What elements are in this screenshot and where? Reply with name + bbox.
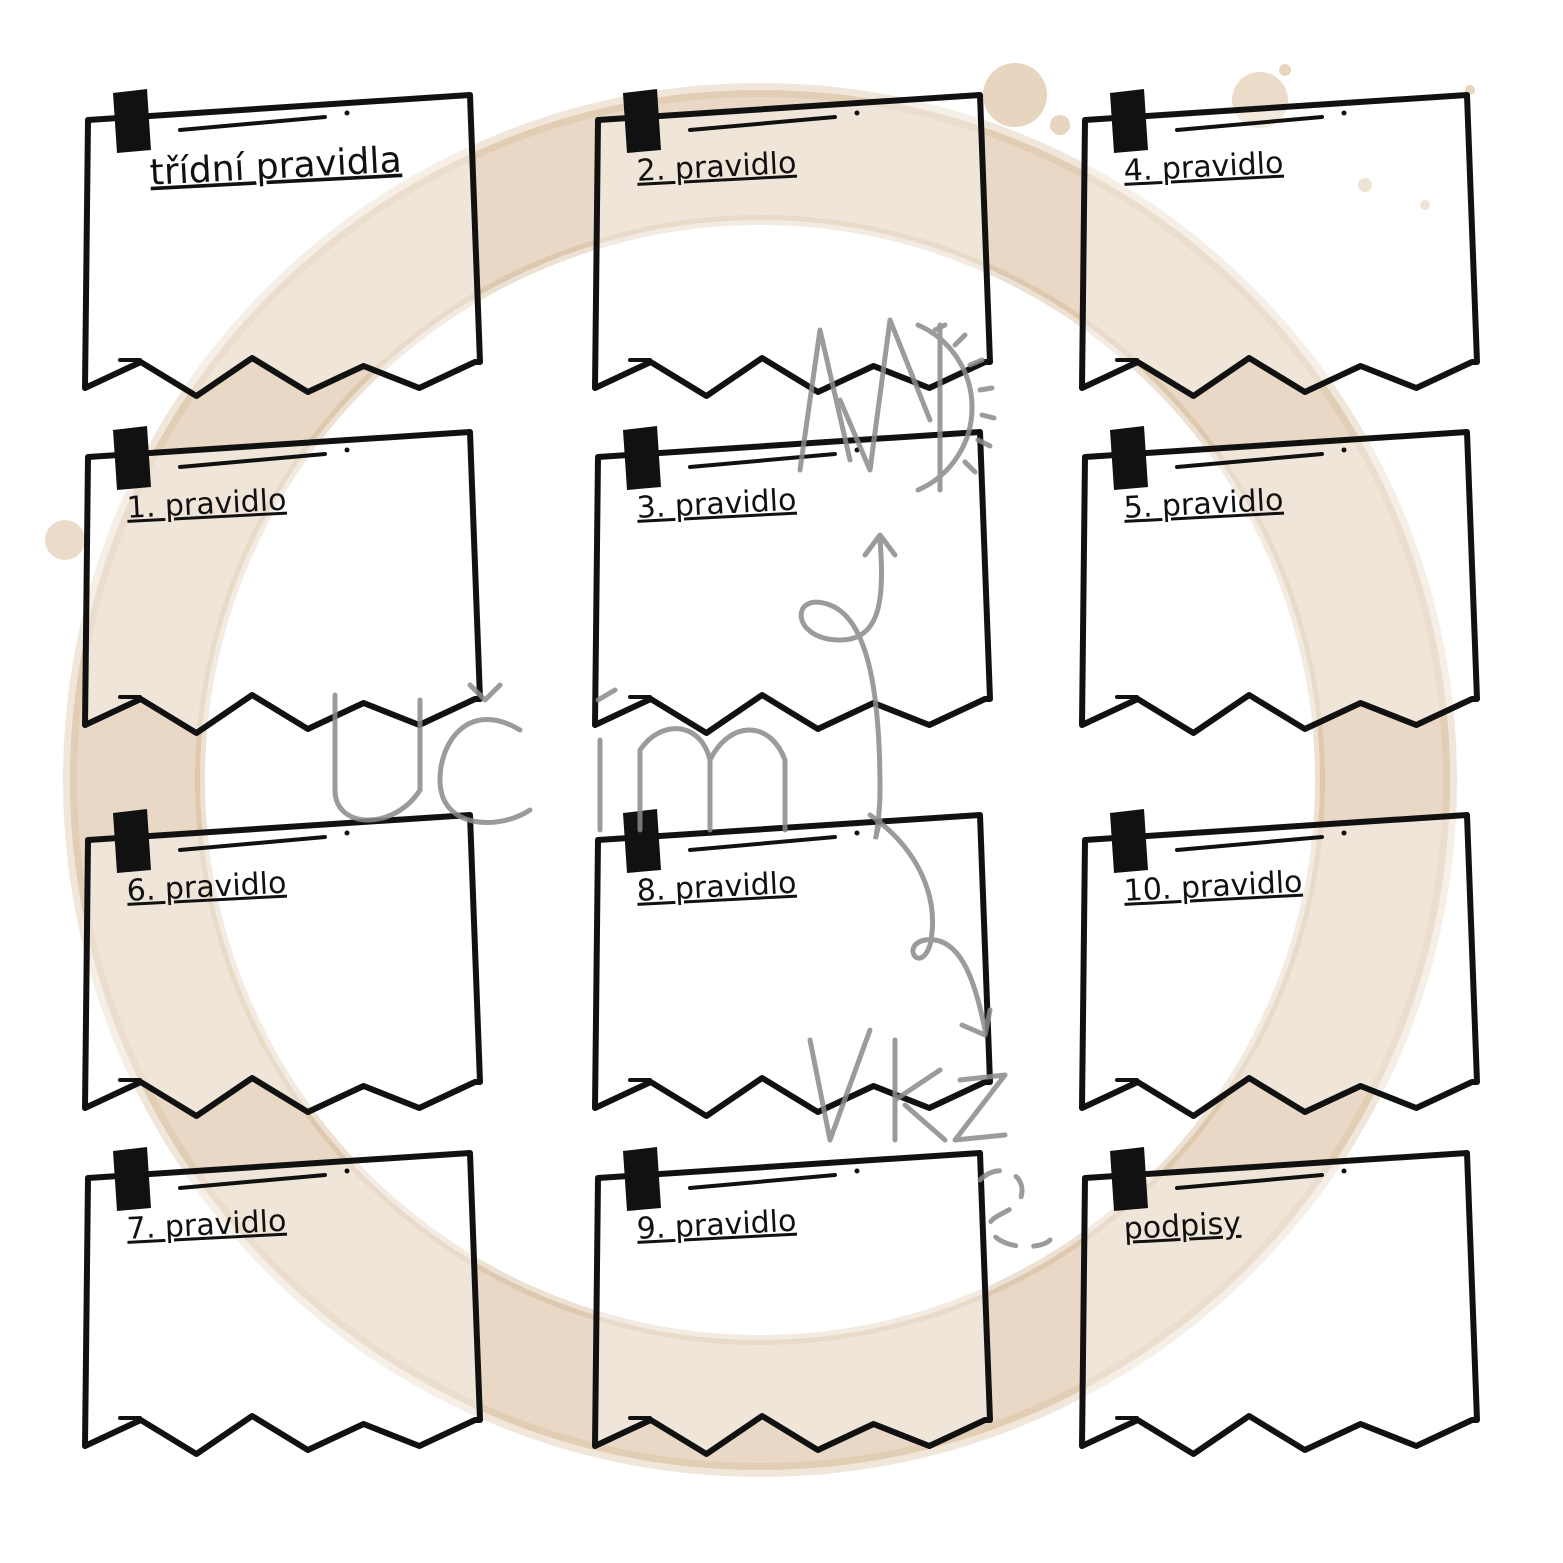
card-label: 1. pravidlo [126,483,287,526]
card-dot [854,110,860,116]
card-header-line [1175,835,1324,852]
card-dot [854,830,860,836]
card-header-line [688,835,837,852]
card-header-line [178,115,327,132]
card-label: 5. pravidlo [1123,483,1284,526]
card-dot [1341,447,1347,453]
card-dot [854,1168,860,1174]
card-header-line [688,115,837,132]
card-header-line [178,452,327,469]
note-card-r6: 6. pravidlo [82,809,483,1119]
card-label: 2. pravidlo [636,146,797,189]
coffee-stain-icon [45,63,1475,1477]
card-label: 9. pravidlo [636,1204,797,1247]
protractor-icon [797,317,997,493]
card-outline [82,1150,483,1457]
card-label: 3. pravidlo [636,483,797,526]
card-header-line [688,452,837,469]
card-label: 7. pravidlo [126,1204,287,1247]
tape-icon [1110,809,1148,873]
tape-icon [1110,426,1148,490]
card-header-line [178,1173,327,1190]
note-card-r5: 5. pravidlo [1079,426,1480,736]
card-header-line [1175,1173,1324,1190]
note-card-r10: 10. pravidlo [1079,809,1480,1119]
card-label: 6. pravidlo [126,866,287,909]
tape-icon [113,89,151,153]
tape-icon [623,1147,661,1211]
card-dot [1341,110,1347,116]
note-card-r2: 2. pravidlo [592,89,993,399]
card-dot [1341,830,1347,836]
card-outline [82,812,483,1119]
card-outline [1079,92,1480,399]
note-card-r1: 1. pravidlo [82,426,483,736]
card-header-line [178,835,327,852]
tape-icon [1110,89,1148,153]
note-card-sig: podpisy [1079,1147,1480,1457]
card-outline [1079,1150,1480,1457]
note-card-r7: 7. pravidlo [82,1147,483,1457]
card-dot [344,830,350,836]
note-card-r4: 4. pravidlo [1079,89,1480,399]
card-outline [592,429,993,736]
note-card-r9: 9. pravidlo [592,1147,993,1457]
teacher-logo-watermark [332,317,1053,1250]
card-outline [592,1150,993,1457]
card-header-line [1175,452,1324,469]
card-dot [344,1168,350,1174]
card-header-line [688,1173,837,1190]
tape-icon [623,426,661,490]
card-label: 8. pravidlo [636,866,797,909]
tape-icon [623,89,661,153]
card-outline [82,92,483,399]
card-label: podpisy [1123,1206,1242,1247]
tape-icon [113,809,151,873]
note-card-title: třídní pravidla [82,89,483,399]
rule-cards: třídní pravidla 2. pravidlo 4. pravidlo 1. … [82,89,1480,1457]
tape-icon [113,1147,151,1211]
logo-lettering [332,682,1053,1250]
card-dot [344,447,350,453]
note-card-r8: 8. pravidlo [592,809,993,1119]
tape-icon [623,809,661,873]
tape-icon [113,426,151,490]
card-dot [1341,1168,1347,1174]
card-outline [1079,429,1480,736]
card-header-line [1175,115,1324,132]
card-label: 4. pravidlo [1123,146,1284,189]
arrow-icon [798,532,993,1038]
tape-icon [1110,1147,1148,1211]
card-dot [344,110,350,116]
note-card-r3: 3. pravidlo [592,426,993,736]
card-outline [1079,812,1480,1119]
